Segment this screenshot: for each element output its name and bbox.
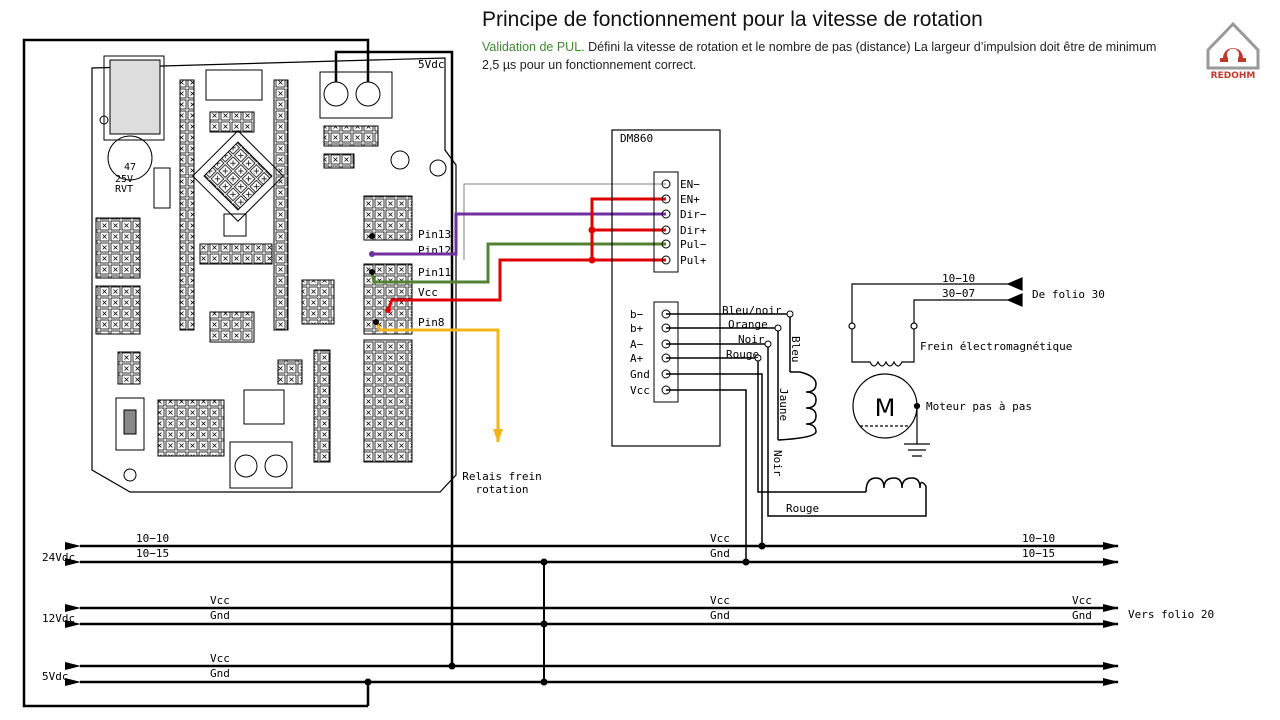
bus-24v-l2: 10−15: [136, 547, 169, 560]
bus-12v-l1: Vcc: [210, 594, 230, 607]
subtitle-text: Défini la vitesse de rotation et le nomb…: [482, 40, 1157, 72]
pin-label-pin11: Pin11: [418, 266, 451, 279]
term-a-plus: A+: [630, 352, 644, 365]
wire-pul-green: [370, 242, 666, 284]
term-pul-minus: Pul−: [680, 238, 707, 251]
term-b-minus: b−: [630, 308, 644, 321]
board-supply-label: 5Vdc: [418, 58, 445, 71]
brake-label: Frein électromagnétique: [920, 340, 1072, 353]
vlabel-noir: Noir: [771, 450, 784, 477]
driver-name: DM860: [620, 132, 653, 145]
page-subtitle: Validation de PUL. Défini la vitesse de …: [482, 38, 1172, 74]
wire-dir-purple: [372, 212, 666, 256]
term-dir-plus: Dir+: [680, 224, 707, 237]
wire-label-bleu-noir: Bleu/noir: [722, 304, 782, 317]
brake-ref-2: 30−07: [942, 287, 975, 300]
cap-line-2: 25V: [115, 174, 133, 185]
motor-label: Moteur pas à pas: [926, 400, 1032, 413]
wire-label-noir: Noir: [738, 333, 765, 346]
vlabel-jaune: Jaune: [777, 388, 790, 421]
term-dir-minus: Dir−: [680, 208, 707, 221]
brake-ref-1: 10−10: [942, 272, 975, 285]
supply-frame: [22, 38, 454, 708]
wire-label-orange: Orange: [728, 318, 768, 331]
brake-and-motor: [848, 277, 1023, 457]
wire-en-plus-red: [590, 197, 666, 260]
cap-line-1: 47: [124, 162, 136, 173]
bus-12v-r2: Gnd: [1072, 609, 1092, 622]
page-title: Principe de fonctionnement pour la vites…: [482, 8, 983, 31]
pin-label-vcc: Vcc: [418, 286, 438, 299]
subtitle-accent: Validation de PUL.: [482, 40, 585, 54]
term-a-minus: A−: [630, 338, 644, 351]
control-wires: [370, 183, 666, 443]
controller-board: 5Vdc 47 25V RVT: [91, 55, 457, 493]
junction-dots: [369, 226, 596, 325]
pin-label-pin13: Pin13: [418, 228, 451, 241]
bus-12v-mid2: Gnd: [710, 609, 730, 622]
term-b-plus: b+: [630, 322, 644, 335]
term-gnd: Gnd: [630, 368, 650, 381]
bus-24v-r1: 10−10: [1022, 532, 1055, 545]
bus-24v-name: 24Vdc: [42, 551, 75, 564]
vers-folio: Vers folio 20: [1128, 608, 1214, 621]
wire-label-rouge: Rouge: [726, 348, 759, 361]
bus-5v-l2: Gnd: [210, 667, 230, 680]
bus-12v-r1: Vcc: [1072, 594, 1092, 607]
motor-symbol: M: [875, 394, 896, 422]
relay-label-line2: rotation: [476, 483, 529, 496]
term-pul-plus: Pul+: [680, 254, 707, 267]
wire-label-rouge-bottom: Rouge: [786, 502, 819, 515]
supply-buses: [65, 542, 1119, 686]
term-en-minus: EN−: [680, 178, 700, 191]
dm860-driver: DM860 EN− EN+ Dir− Dir+ Pul− Pul+ b− b+ …: [611, 129, 721, 447]
cap-line-3: RVT: [115, 184, 133, 195]
term-vcc: Vcc: [630, 384, 650, 397]
wire-relay-yellow: [374, 321, 503, 443]
bus-24v-r2: 10−15: [1022, 547, 1055, 560]
bus-12v-name: 12Vdc: [42, 612, 75, 625]
redohm-logo: REDOHM: [1206, 21, 1260, 81]
wire-vcc-red: [386, 258, 666, 311]
bus-12v-l2: Gnd: [210, 609, 230, 622]
bus-12v-mid1: Vcc: [710, 594, 730, 607]
relay-label-line1: Relais frein: [462, 470, 541, 483]
bus-24v-l1: 10−10: [136, 532, 169, 545]
term-en-plus: EN+: [680, 193, 700, 206]
logo-text: REDOHM: [1211, 71, 1256, 81]
bus-24v-mid2: Gnd: [710, 547, 730, 560]
wire-en-gray: [463, 183, 666, 260]
pin-label-pin8: Pin8: [418, 316, 445, 329]
bus-24v-mid1: Vcc: [710, 532, 730, 545]
bus-5v-name: 5Vdc: [42, 670, 69, 683]
brake-from: De folio 30: [1032, 288, 1105, 301]
vlabel-bleu: Bleu: [789, 336, 802, 363]
bus-5v-l1: Vcc: [210, 652, 230, 665]
